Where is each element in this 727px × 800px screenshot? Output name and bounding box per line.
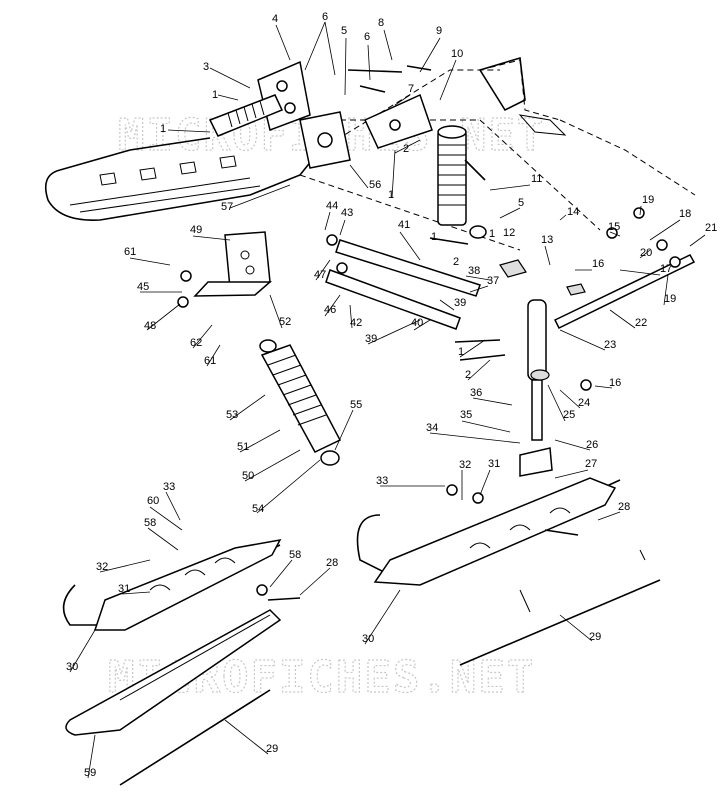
spindle [519, 299, 553, 477]
callout-label: 41 [398, 219, 410, 231]
callout-label: 10 [451, 48, 463, 60]
radius-rod-upper [335, 239, 481, 297]
callout-label: 16 [592, 258, 604, 270]
callout-label: 13 [541, 234, 553, 246]
callout-label: 19 [642, 194, 654, 206]
callout-label: 2 [403, 143, 409, 155]
callout-label: 37 [487, 275, 499, 287]
callout-label: 51 [237, 441, 249, 453]
callout-label: 1 [160, 123, 166, 135]
callout-label: 57 [221, 201, 233, 213]
callout-label: 33 [376, 475, 388, 487]
upper-left-shock [208, 94, 284, 137]
callout-label: 45 [137, 281, 149, 293]
callout-label: 62 [190, 337, 202, 349]
callout-label: 28 [618, 501, 630, 513]
callout-label: 1 [431, 231, 437, 243]
radius-rod-lower [325, 269, 461, 330]
callout-label: 56 [369, 179, 381, 191]
callout-label: 23 [604, 339, 616, 351]
callout-label: 36 [470, 387, 482, 399]
callout-label: 26 [586, 439, 598, 451]
upper-right-shock [437, 125, 487, 239]
callout-label: 11 [531, 173, 542, 185]
callout-label: 32 [459, 459, 471, 471]
callout-label: 40 [411, 317, 423, 329]
callout-label: 27 [585, 458, 597, 470]
callout-label: 1 [388, 189, 394, 201]
callout-label: 43 [341, 207, 353, 219]
callout-label: 6 [364, 31, 370, 43]
callout-label: 54 [252, 503, 264, 515]
callout-label: 53 [226, 409, 238, 421]
callout-label: 61 [124, 246, 136, 258]
callout-label: 29 [266, 743, 278, 755]
callout-label: 1 [458, 346, 464, 358]
callout-label: 31 [118, 583, 130, 595]
callout-label: 14 [567, 206, 579, 218]
callout-label: 49 [190, 224, 202, 236]
callout-label: 59 [84, 767, 96, 779]
callout-label: 7 [408, 83, 414, 95]
callout-label: 55 [350, 399, 362, 411]
callout-label: 33 [163, 481, 175, 493]
callout-label: 58 [289, 549, 301, 561]
callout-label: 8 [378, 17, 384, 29]
callout-label: 46 [324, 304, 336, 316]
callout-label: 58 [144, 517, 156, 529]
callout-label: 16 [609, 377, 621, 389]
callout-label: 22 [635, 317, 647, 329]
callout-label: 20 [640, 247, 652, 259]
tie-rod [553, 254, 696, 330]
callout-label: 4 [272, 13, 278, 25]
callout-label: 19 [664, 293, 676, 305]
callout-label: 60 [147, 495, 159, 507]
callout-label: 38 [468, 265, 480, 277]
callout-label: 30 [362, 633, 374, 645]
callout-label: 18 [679, 208, 691, 220]
main-shock-absorber [259, 339, 342, 466]
callout-label: 1 [212, 89, 218, 101]
callout-label: 32 [96, 561, 108, 573]
callout-label: 1 [489, 228, 495, 240]
callout-label: 3 [203, 61, 209, 73]
callout-label: 24 [578, 397, 590, 409]
left-ski [62, 538, 282, 786]
callout-label: 5 [341, 25, 347, 37]
callout-label: 44 [326, 200, 338, 212]
callout-label: 52 [279, 316, 291, 328]
callout-label: 25 [563, 409, 575, 421]
callout-label: 39 [365, 333, 377, 345]
callout-label: 21 [705, 222, 717, 234]
callout-label: 12 [503, 227, 515, 239]
callout-label: 28 [326, 557, 338, 569]
callout-label: 29 [589, 631, 601, 643]
callout-label: 47 [314, 269, 326, 281]
callout-label: 15 [608, 221, 620, 233]
mounting-bracket [193, 231, 273, 297]
callout-label: 2 [453, 256, 459, 268]
callout-label: 6 [322, 11, 328, 23]
callout-label: 5 [518, 197, 524, 209]
right-ski [356, 477, 661, 666]
callout-label: 17 [660, 263, 672, 275]
callout-label: 50 [242, 470, 254, 482]
callout-label: 30 [66, 661, 78, 673]
callout-label: 31 [488, 458, 500, 470]
upper-mount-right [364, 93, 433, 149]
callout-label: 34 [426, 422, 438, 434]
hardware-fasteners [177, 65, 668, 601]
callout-label: 48 [144, 320, 156, 332]
callout-label: 35 [460, 409, 472, 421]
callout-label: 42 [350, 317, 362, 329]
callout-label: 9 [436, 25, 442, 37]
leader-lines [69, 21, 706, 779]
callout-label: 61 [204, 355, 216, 367]
callout-label: 2 [465, 369, 471, 381]
callout-label: 39 [454, 297, 466, 309]
